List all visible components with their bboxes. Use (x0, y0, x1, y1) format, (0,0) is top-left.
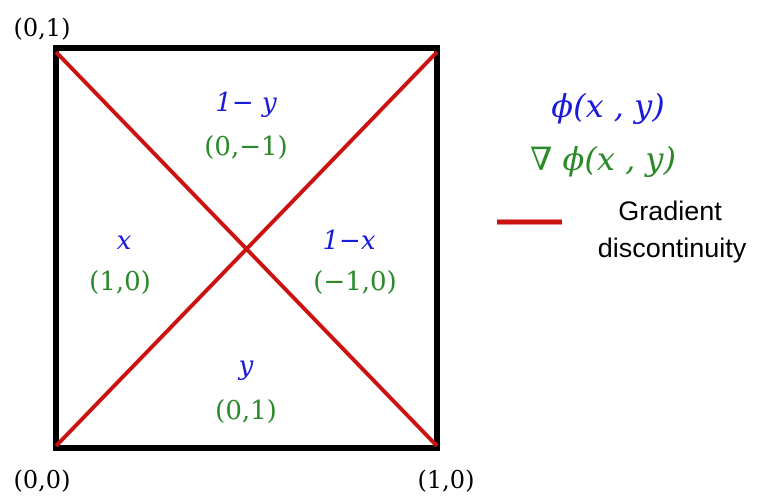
top-region-gradient: (0,−1) (204, 132, 287, 162)
left-region-gradient: (1,0) (89, 267, 151, 297)
bottom-region-gradient: (0,1) (215, 396, 277, 426)
corner-label-bottom-right: (1,0) (418, 466, 475, 494)
corner-label-bottom-left: (0,0) (14, 466, 71, 494)
top-region-phi: 1− y (215, 88, 277, 118)
diagonal-line-2 (54, 50, 439, 448)
bottom-region-phi: y (238, 351, 254, 381)
legend-phi-label: ϕ(x , y) (551, 87, 664, 125)
unit-square (53, 45, 440, 451)
legend-line-label-2: discontinuity (598, 233, 747, 263)
left-region-phi: x (117, 226, 132, 256)
legend-line-label-1: Gradient (618, 196, 722, 226)
right-region-gradient: (−1,0) (313, 267, 396, 297)
right-region-phi: 1−x (323, 226, 376, 256)
corner-label-top-left: (0,1) (14, 14, 71, 42)
legend-gradient-label: ∇ ϕ(x , y) (530, 140, 676, 178)
